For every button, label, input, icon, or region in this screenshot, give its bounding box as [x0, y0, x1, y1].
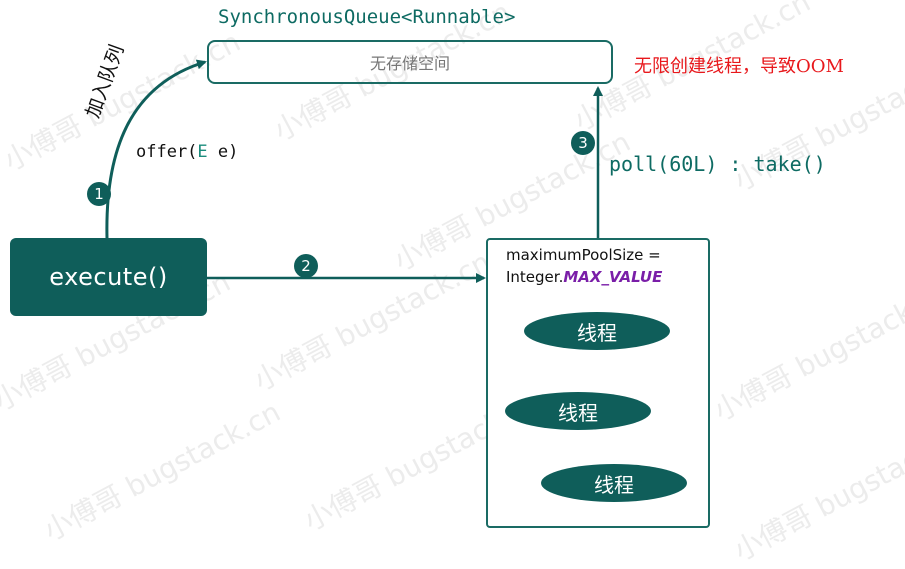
queue-label: 无存储空间	[369, 54, 450, 73]
step-badge-2: 2	[294, 254, 318, 278]
offer-param-type: E	[197, 142, 208, 162]
thread-node: 线程	[524, 312, 670, 350]
offer-label: offer(E e)	[136, 142, 238, 162]
pool-line-2-prefix: Integer.	[506, 268, 564, 286]
queue-title: SynchronousQueue<Runnable>	[218, 6, 516, 28]
max-value-constant: MAX_VALUE	[563, 268, 663, 286]
pool-line-2: Integer.MAX_VALUE	[506, 266, 662, 288]
thread-node: 线程	[541, 464, 687, 502]
max-pool-size-text: maximumPoolSize = Integer.MAX_VALUE	[506, 244, 662, 288]
thread-node: 线程	[505, 392, 651, 430]
execute-button[interactable]: execute()	[10, 238, 207, 316]
poll-label: poll(60L) : take()	[609, 152, 826, 176]
step-badge-3: 3	[571, 131, 595, 155]
offer-prefix: offer(	[136, 142, 198, 162]
arrow-offer	[105, 59, 207, 239]
step-badge-1: 1	[87, 182, 111, 206]
queue-box: 无存储空间	[207, 40, 613, 84]
pool-line-1: maximumPoolSize =	[506, 246, 661, 264]
oom-warning: 无限创建线程，导致OOM	[634, 56, 844, 77]
connector-arrows	[105, 59, 603, 283]
offer-param-rest: e)	[207, 142, 239, 162]
